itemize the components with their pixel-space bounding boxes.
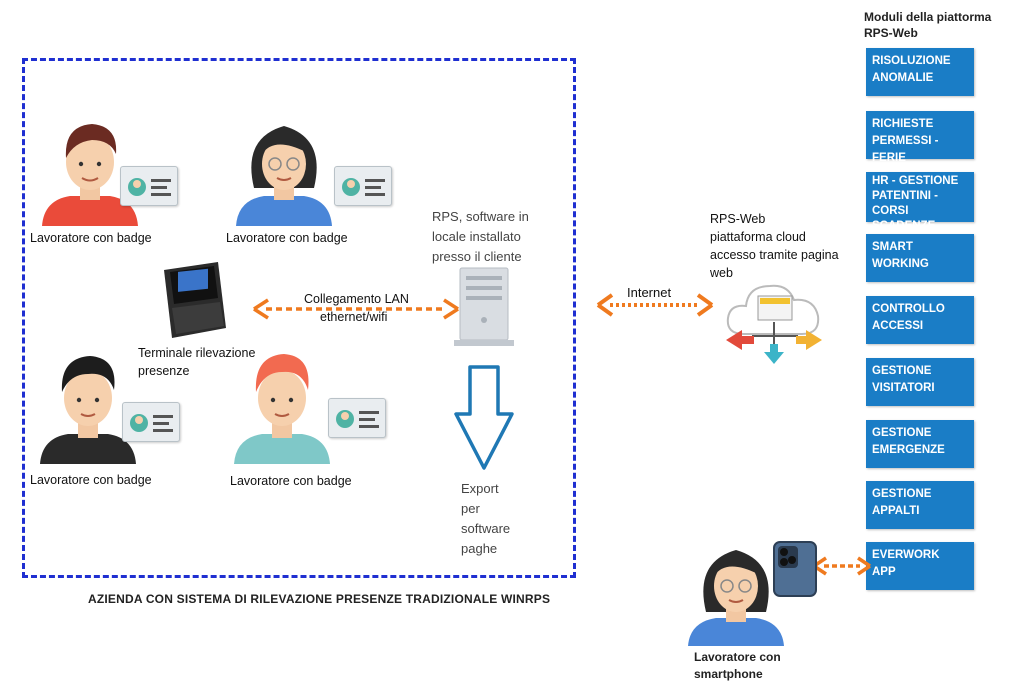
worker-avatar-red (42, 124, 138, 226)
server-icon (454, 267, 514, 346)
company-boundary (22, 58, 576, 578)
export-line2: per (461, 501, 480, 516)
lan-connection-arrow (253, 298, 459, 320)
cloud-platform-icon (726, 284, 822, 364)
badge-card-icon (122, 402, 180, 442)
export-line3: software (461, 521, 511, 536)
attendance-terminal-icon (164, 262, 226, 338)
smartphone-connection-arrow (813, 556, 871, 576)
smartphone-worker-label-line2: smartphone (694, 667, 763, 681)
worker-label-4: Lavoratore con badge (230, 474, 352, 488)
cloud-label-line2: piattaforma cloud (710, 230, 806, 244)
worker-label-3: Lavoratore con badge (30, 473, 152, 487)
internet-connection-arrow (596, 293, 714, 317)
badge-card-icon (328, 398, 386, 438)
smartphone-worker-label-line1: Lavoratore con (694, 650, 781, 664)
badge-card-icon (334, 166, 392, 206)
badge-card-icon (120, 166, 178, 206)
export-line1: Export (461, 481, 499, 496)
lan-label-line1: Collegamento LAN (304, 292, 409, 306)
lan-label-line2: ethernet/wifi (320, 310, 388, 324)
server-label-line1: RPS, software in (432, 209, 529, 224)
worker-label-2: Lavoratore con badge (226, 231, 348, 245)
internet-label: Internet (627, 285, 672, 300)
worker-avatar-smartphone (688, 550, 784, 646)
modules-title-line2: RPS-Web (864, 26, 918, 40)
server-label-line3: presso il cliente (432, 249, 522, 264)
export-line4: paghe (461, 541, 498, 556)
cloud-label-line4: web (710, 266, 733, 280)
worker-label-1: Lavoratore con badge (30, 231, 152, 245)
modules-title-line1: Moduli della piattorma (864, 10, 992, 24)
cloud-label-line1: RPS-Web (710, 212, 766, 226)
company-caption: AZIENDA CON SISTEMA DI RILEVAZIONE PRESE… (88, 592, 551, 606)
export-arrow (454, 365, 514, 470)
cloud-label-line3: accesso tramite pagina (710, 248, 839, 262)
terminal-label: Terminale rilevazione presenze (138, 346, 256, 378)
worker-avatar-black (40, 356, 136, 464)
smartphone-icon (773, 541, 817, 597)
server-label-line2: locale installato (432, 229, 521, 244)
worker-avatar-teal (234, 354, 330, 464)
worker-avatar-woman-blue (236, 126, 332, 226)
